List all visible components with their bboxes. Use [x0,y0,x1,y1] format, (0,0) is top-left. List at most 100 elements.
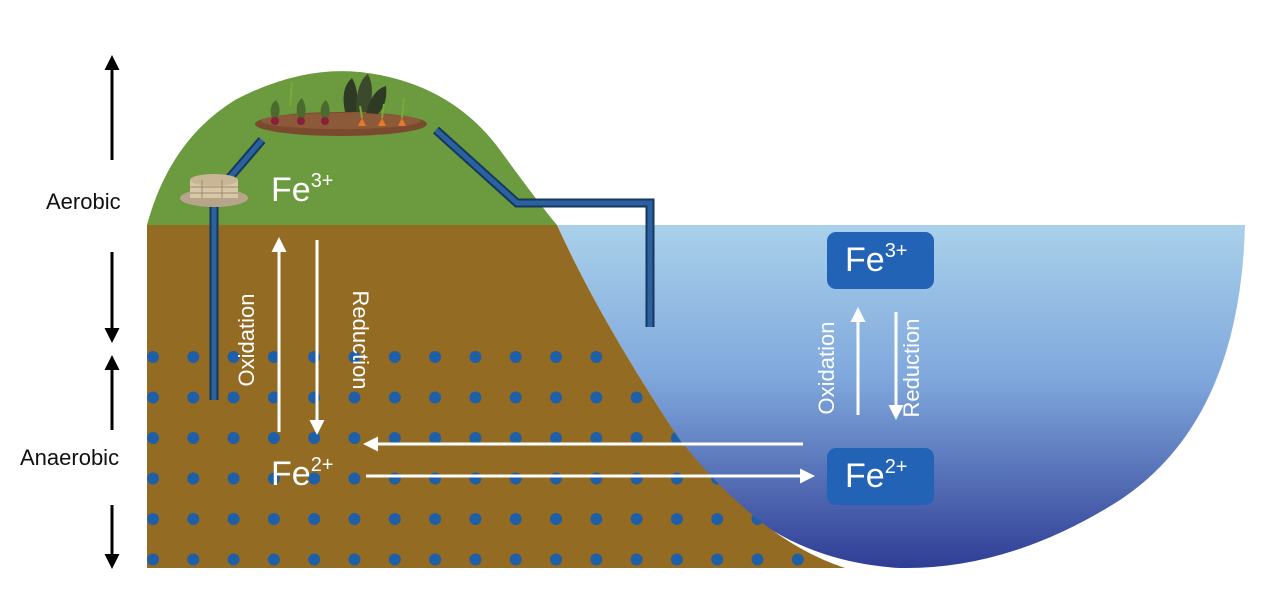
groundwater-dot [791,553,804,566]
groundwater-dot [388,513,401,525]
groundwater-dot [509,472,522,485]
groundwater-dot [469,432,482,444]
soil-reduction-label: Reduction [348,290,373,389]
groundwater-dot [429,432,442,444]
groundwater-dot [711,513,724,525]
groundwater-dot [187,513,200,525]
groundwater-dot [550,513,562,525]
groundwater-dot [227,432,240,444]
groundwater-dot [670,472,683,485]
groundwater-dot [429,351,442,363]
groundwater-dot [590,513,603,525]
groundwater-dot [590,391,603,404]
groundwater-dot [388,553,401,566]
groundwater-dot [187,391,200,404]
groundwater-dot [348,432,361,444]
groundwater-dot [670,513,683,525]
groundwater-dot [147,472,159,485]
groundwater-dot [388,391,401,404]
groundwater-dot [348,513,361,525]
groundwater-dot [550,391,562,404]
groundwater-dot [388,432,401,444]
groundwater-dot [590,553,603,566]
groundwater-dot [147,432,159,444]
groundwater-dot [267,432,280,444]
groundwater-dot [711,553,724,566]
groundwater-dot [388,472,401,485]
groundwater-dot [308,472,321,485]
groundwater-dot [630,472,643,485]
groundwater-dot [670,553,683,566]
groundwater-dot [429,391,442,404]
groundwater-dot [308,553,321,566]
water-body [557,225,1245,569]
aerobic-zone-label: Aerobic [46,189,121,214]
groundwater-dot [469,351,482,363]
water-fe3-box: Fe3+ [827,232,934,289]
groundwater-dot [590,351,603,363]
svg-text:Fe3+: Fe3+ [845,240,908,279]
groundwater-dot [147,391,159,404]
groundwater-dot [429,553,442,566]
groundwater-dot [751,553,764,566]
groundwater-dot [187,351,200,363]
groundwater-dot [429,472,442,485]
groundwater-dot [147,553,159,566]
groundwater-dot [590,472,603,485]
groundwater-dot [469,553,482,566]
soil-body [147,225,845,568]
groundwater-dot [147,513,159,525]
groundwater-dot [509,432,522,444]
groundwater-dot [187,553,200,566]
groundwater-dot [187,432,200,444]
groundwater-dot [509,553,522,566]
groundwater-dot [227,351,240,363]
groundwater-dot [187,472,200,485]
groundwater-dot [550,553,562,566]
groundwater-dot [509,513,522,525]
groundwater-dot [469,472,482,485]
groundwater-dot [429,513,442,525]
groundwater-dot [267,472,280,485]
groundwater-dot [388,351,401,363]
anaerobic-zone-label: Anaerobic [20,445,120,470]
water-fe2-box: Fe2+ [827,448,934,505]
groundwater-dot [348,351,361,363]
groundwater-dot [469,513,482,525]
water-reduction-label: Reduction [899,318,924,417]
groundwater-dot [147,351,159,363]
stone-well [180,174,248,207]
groundwater-dot [348,391,361,404]
crop-field [255,74,427,136]
groundwater-dot [550,472,562,485]
groundwater-dot [469,391,482,404]
water-oxidation-label: Oxidation [814,322,839,415]
groundwater-dot [267,351,280,363]
groundwater-dot [267,553,280,566]
groundwater-dot [509,351,522,363]
groundwater-dot [630,513,643,525]
groundwater-dot [267,513,280,525]
groundwater-dot [550,351,562,363]
soil-fe2-label: Fe2+ [271,454,334,493]
groundwater-dot [630,553,643,566]
aerobic-hill [147,71,557,225]
groundwater-dot [227,513,240,525]
groundwater-dot [590,432,603,444]
groundwater-dot [348,472,361,485]
groundwater-dot [227,472,240,485]
groundwater-dot [348,553,361,566]
groundwater-dot [227,391,240,404]
groundwater-dot [227,553,240,566]
groundwater-dot [267,391,280,404]
soil-oxidation-label: Oxidation [234,294,259,387]
groundwater-dot [630,432,643,444]
svg-text:Fe2+: Fe2+ [845,456,908,495]
soil-fe3-label: Fe3+ [271,170,334,209]
groundwater-dot [308,432,321,444]
groundwater-dot [630,391,643,404]
groundwater-dot [308,513,321,525]
groundwater-dot [550,432,562,444]
groundwater-dot [509,391,522,404]
